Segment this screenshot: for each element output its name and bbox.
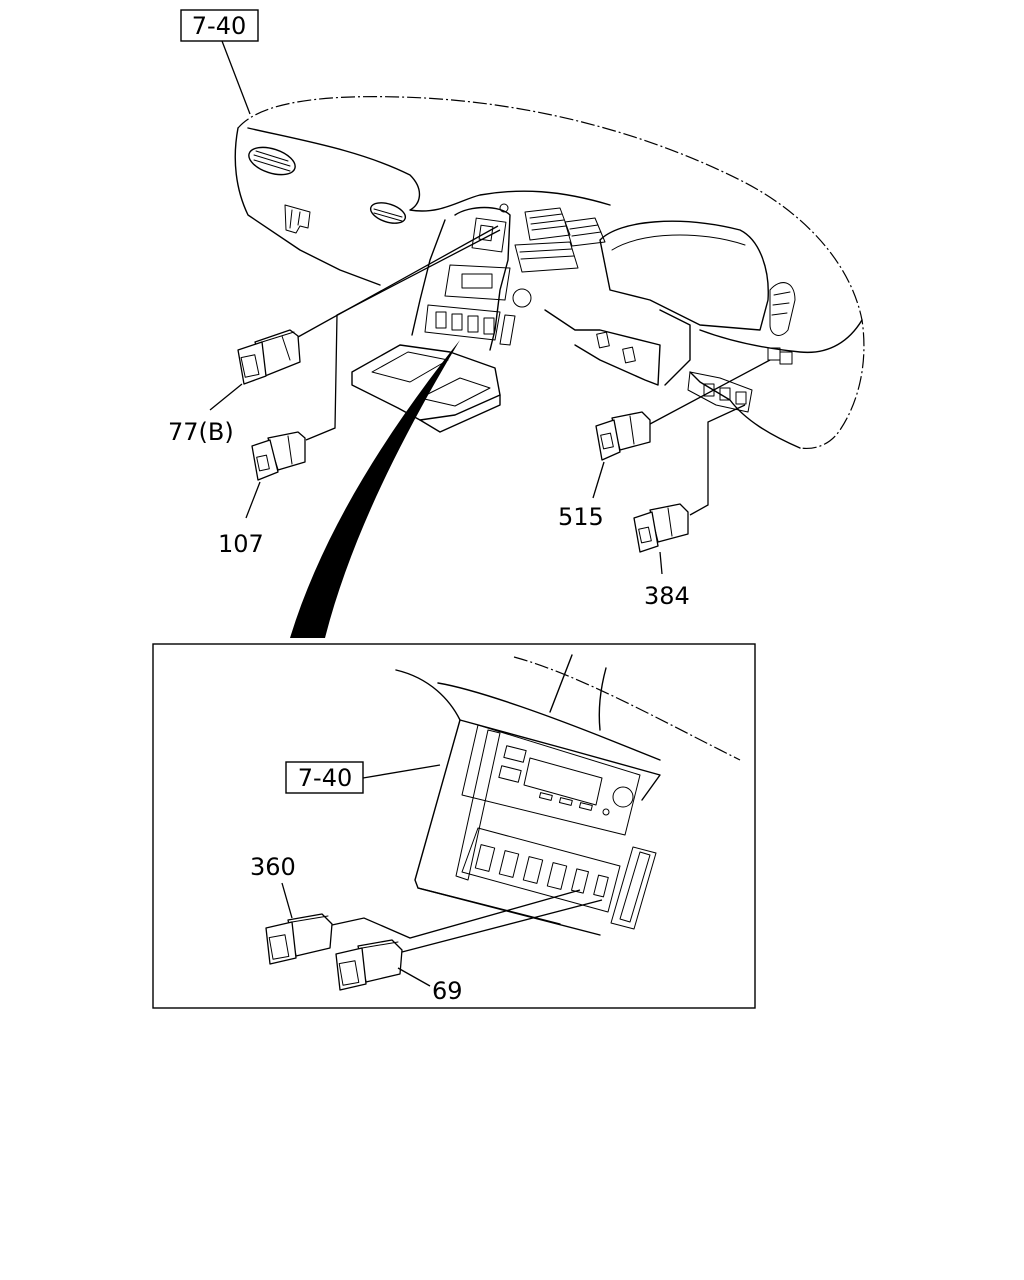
left-center-vent <box>369 202 407 224</box>
center-vents <box>514 207 606 273</box>
switch-69[interactable] <box>335 939 403 991</box>
ref-label-inset: 7-40 <box>298 764 352 792</box>
ref-box-inset[interactable]: 7-40 <box>285 761 364 794</box>
ref-label-top: 7-40 <box>192 12 246 40</box>
label-360: 360 <box>250 853 296 881</box>
switch-107[interactable] <box>251 431 306 481</box>
switch-360[interactable] <box>265 913 333 965</box>
label-107: 107 <box>218 530 264 558</box>
instrument-panel-drawing <box>234 96 865 450</box>
label-69: 69 <box>432 977 463 1005</box>
label-77b: 77(B) <box>168 418 234 446</box>
right-vent <box>769 282 796 336</box>
ref-box-top[interactable]: 7-40 <box>180 9 259 42</box>
switch-515[interactable] <box>595 411 651 461</box>
detail-inset: 7-40 360 69 <box>152 643 756 1009</box>
switch-77b[interactable] <box>237 329 301 385</box>
detail-wedge <box>290 340 460 638</box>
label-515: 515 <box>558 503 604 531</box>
left-vent <box>248 146 296 176</box>
label-384: 384 <box>644 582 690 610</box>
switch-384[interactable] <box>633 503 689 553</box>
